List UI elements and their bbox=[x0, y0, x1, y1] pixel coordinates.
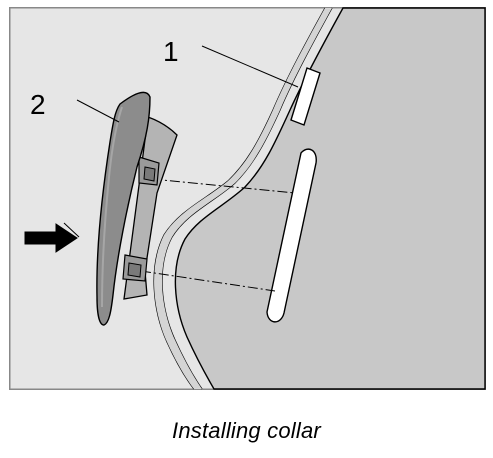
upper-slot bbox=[290, 67, 321, 126]
alignment-line bbox=[151, 178, 296, 194]
callout-2-label: 2 bbox=[30, 89, 46, 120]
panel-edge-fill bbox=[154, 8, 332, 389]
callout-2-leader bbox=[76, 99, 120, 123]
arrow-right-icon bbox=[24, 222, 80, 253]
collar bbox=[96, 91, 178, 326]
figure-caption: Installing collar bbox=[172, 418, 321, 443]
panel bbox=[174, 7, 486, 390]
installation-diagram: 1 2 bbox=[9, 7, 486, 390]
callout-1-leader bbox=[201, 45, 299, 88]
callout-1-label: 1 bbox=[163, 36, 179, 67]
collar-slot bbox=[266, 148, 317, 323]
alignment-line bbox=[140, 270, 276, 292]
